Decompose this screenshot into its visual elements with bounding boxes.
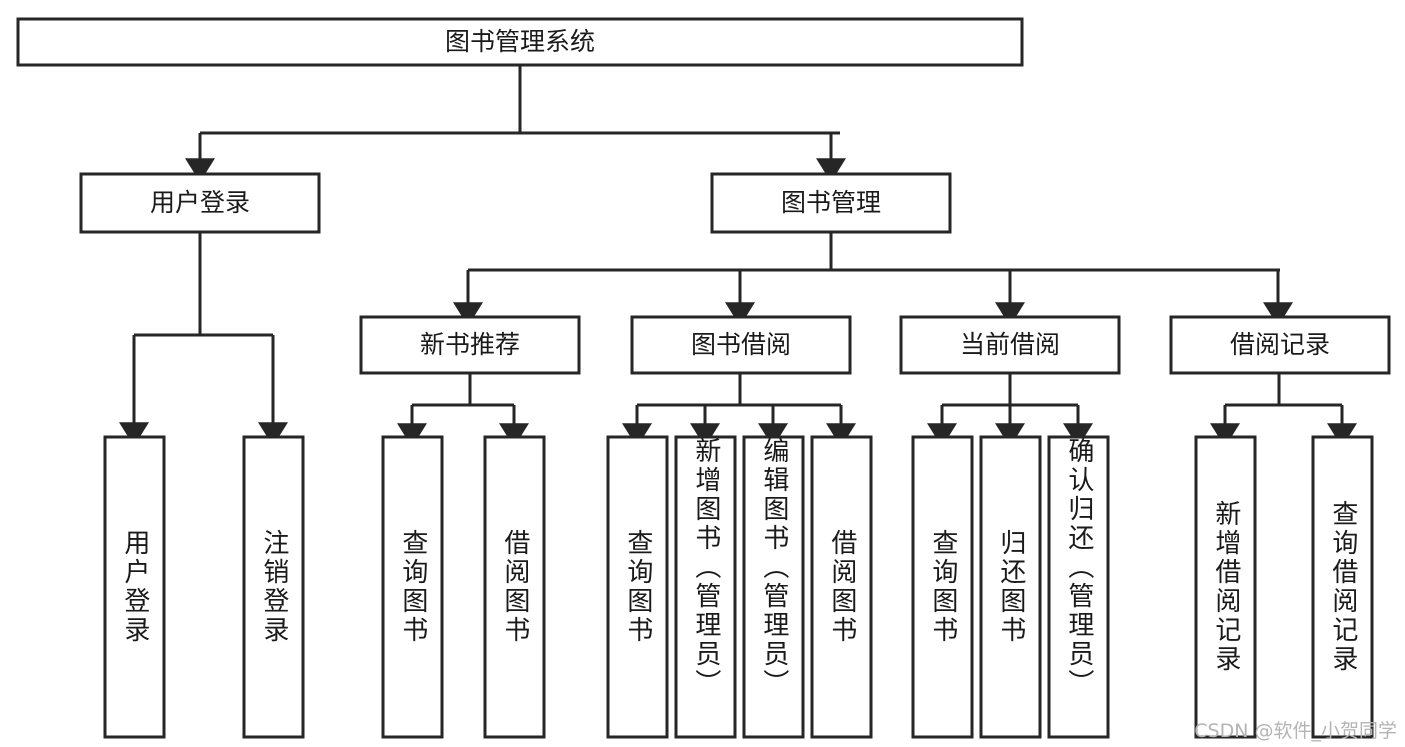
node-borrow-records[interactable]: 借阅记录 [1169, 315, 1391, 375]
leaf-box[interactable] [979, 435, 1042, 739]
node-user-login[interactable]: 用户登录 [79, 172, 321, 234]
leaf-box[interactable] [381, 435, 444, 739]
leaf-box[interactable] [242, 435, 305, 739]
node-new-book-recommend[interactable]: 新书推荐 [359, 315, 581, 375]
edge-group-new-book [397, 373, 529, 448]
leaf-box[interactable] [810, 435, 873, 739]
edge-group-book-manage [453, 232, 1293, 327]
leaf-rects-user-login [103, 435, 305, 739]
edge-group-current-borrow [927, 373, 1093, 448]
node-book-manage[interactable]: 图书管理 [710, 172, 952, 234]
edge-group-book-borrow [622, 373, 856, 448]
node-root-label: 图书管理系统 [445, 27, 595, 56]
edge-group-user-login [119, 232, 288, 447]
node-new-book-recommend-label: 新书推荐 [420, 330, 520, 359]
leaf-rects-new-book-recommend [381, 435, 546, 739]
leaf-rects-current-borrow [911, 435, 1110, 739]
leaf-box[interactable] [1311, 435, 1374, 739]
leaf-box[interactable] [483, 435, 546, 739]
leaf-box[interactable] [911, 435, 974, 739]
leaf-box[interactable] [742, 435, 805, 739]
leaf-box[interactable] [606, 435, 669, 739]
leaf-box[interactable] [103, 435, 166, 739]
leaf-box[interactable] [1047, 435, 1110, 739]
leaf-rects-borrow-records [1194, 435, 1374, 739]
leaf-box[interactable] [674, 435, 737, 739]
leaf-rects-book-borrow [606, 435, 873, 739]
node-book-manage-label: 图书管理 [781, 188, 881, 217]
node-borrow-records-label: 借阅记录 [1230, 330, 1330, 359]
watermark: CSDN @软件_小贺同学 [1194, 720, 1397, 742]
node-book-borrow-label: 图书借阅 [691, 330, 791, 359]
node-book-borrow[interactable]: 图书借阅 [630, 315, 852, 375]
leaf-box[interactable] [1194, 435, 1257, 739]
node-root[interactable]: 图书管理系统 [16, 17, 1024, 67]
node-current-borrow-label: 当前借阅 [960, 330, 1060, 359]
edge-group-root [185, 65, 846, 183]
edge-group-borrow-records [1210, 373, 1357, 448]
node-user-login-label: 用户登录 [150, 188, 250, 217]
node-current-borrow[interactable]: 当前借阅 [899, 315, 1121, 375]
